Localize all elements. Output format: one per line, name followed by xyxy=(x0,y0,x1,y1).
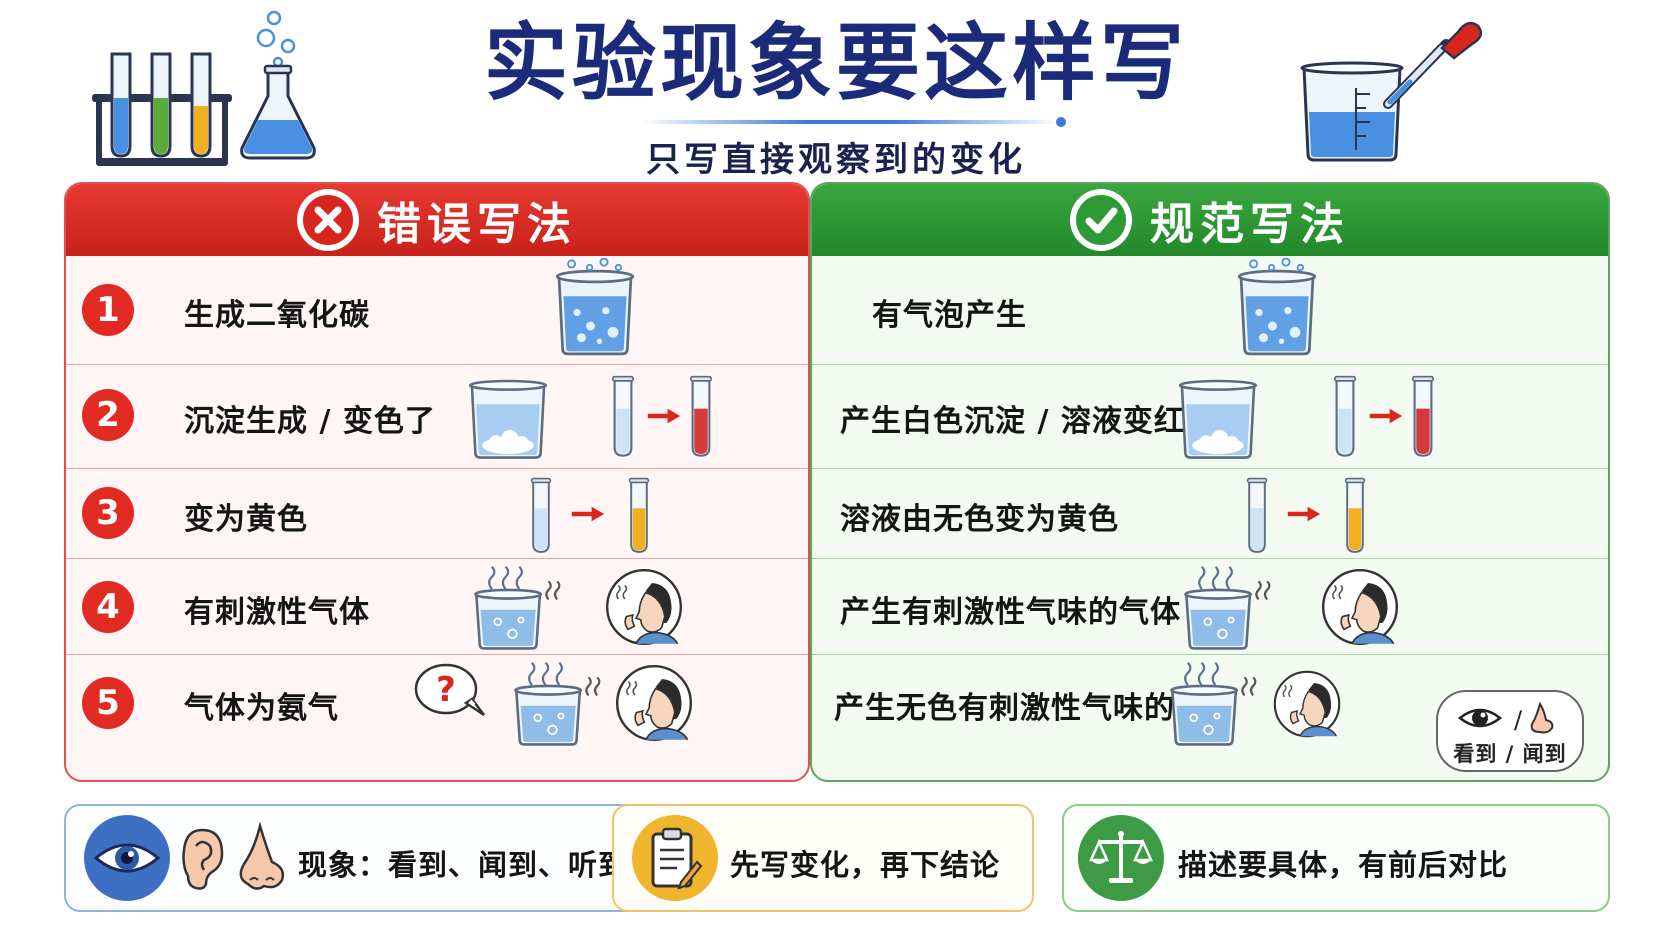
right-row-text: 产生白色沉淀 / 溶液变红色 xyxy=(840,404,1216,439)
test-tube-icon xyxy=(610,375,636,459)
right-panel-header: 规范写法 xyxy=(812,184,1608,256)
steaming-beaker-icon xyxy=(1156,661,1266,747)
arrow-right-icon xyxy=(570,505,606,523)
question-bubble-icon: ? xyxy=(414,663,485,717)
wrong-panel-header: 错误写法 xyxy=(66,184,808,256)
smelling-person-icon xyxy=(614,663,694,743)
tip-senses: 现象：看到、闻到、听到 xyxy=(64,804,646,912)
page-subtitle: 只写直接观察到的变化 xyxy=(646,140,1026,180)
bubble-label: 看到 / 闻到 xyxy=(1453,742,1567,766)
x-circle-icon xyxy=(297,189,359,251)
nose-icon xyxy=(239,822,285,890)
smelling-person-icon xyxy=(1272,669,1342,739)
wrong-panel: 错误写法 1 生成二氧化碳 2 沉淀生成 / 变色了 3 变为黄色 4 有刺激性… xyxy=(64,182,810,782)
arrow-right-icon xyxy=(1368,407,1404,425)
steaming-beaker-icon xyxy=(460,565,570,651)
tip-specific-text: 描述要具体，有前后对比 xyxy=(1178,848,1509,882)
wrong-row-text: 有刺激性气体 xyxy=(184,595,370,630)
right-row-2: 产生白色沉淀 / 溶液变红色 xyxy=(812,364,1608,468)
wrong-row-4: 4 有刺激性气体 xyxy=(66,558,808,654)
tip-order: 先写变化，再下结论 xyxy=(612,804,1034,912)
right-row-1: 有气泡产生 xyxy=(812,256,1608,364)
beaker-precipitate-icon xyxy=(1172,375,1264,461)
right-row-text: 产生无色有刺激性气味的气体 xyxy=(834,691,1237,726)
right-panel-title: 规范写法 xyxy=(1150,199,1350,250)
row-number-badge: 3 xyxy=(82,487,134,539)
beaker-precipitate-icon xyxy=(462,375,554,461)
wrong-row-text: 沉淀生成 / 变色了 xyxy=(184,404,436,439)
wrong-panel-title: 错误写法 xyxy=(377,199,577,250)
test-tube-icon xyxy=(1244,477,1270,555)
beaker-bubbles-icon xyxy=(1232,258,1322,358)
beaker-bubbles-icon xyxy=(550,258,640,358)
row-number-badge: 1 xyxy=(82,284,134,336)
wrong-row-text: 变为黄色 xyxy=(184,502,308,537)
row-number-badge: 5 xyxy=(82,677,134,729)
row-number-badge: 2 xyxy=(82,389,134,441)
question-mark: ? xyxy=(436,670,456,710)
see-smell-bubble: / 看到 / 闻到 xyxy=(1436,690,1584,772)
right-row-5: 产生无色有刺激性气味的气体 xyxy=(812,654,1608,750)
wrong-row-3: 3 变为黄色 xyxy=(66,468,808,558)
test-tube-icon xyxy=(626,477,652,555)
right-panel: 规范写法 有气泡产生 产生白色沉淀 / 溶液变红色 溶液由无色变为黄色 产生有刺… xyxy=(810,182,1610,782)
wrong-row-text: 生成二氧化碳 xyxy=(184,298,370,333)
beaker-dropper-icon xyxy=(1300,21,1483,162)
test-tube-icon xyxy=(528,477,554,555)
tip-specific: 描述要具体，有前后对比 xyxy=(1062,804,1610,912)
arrow-right-icon xyxy=(646,407,682,425)
title-underline xyxy=(640,117,1066,127)
nose-icon xyxy=(1530,701,1554,734)
page-title: 实验现象要这样写 xyxy=(483,14,1188,112)
right-row-3: 溶液由无色变为黄色 xyxy=(812,468,1608,558)
test-tube-rack-icon xyxy=(92,52,232,166)
scale-icon xyxy=(1078,815,1164,901)
wrong-row-text: 气体为氨气 xyxy=(184,691,339,726)
steaming-beaker-icon xyxy=(1170,565,1280,651)
right-row-4: 产生有刺激性气味的气体 xyxy=(812,558,1608,654)
right-row-text: 有气泡产生 xyxy=(872,298,1027,333)
right-row-text: 溶液由无色变为黄色 xyxy=(840,502,1119,537)
tip-order-text: 先写变化，再下结论 xyxy=(730,848,1001,882)
smelling-person-icon xyxy=(604,567,684,647)
right-row-text: 产生有刺激性气味的气体 xyxy=(840,595,1181,630)
flask-icon xyxy=(240,10,316,160)
smelling-person-icon xyxy=(1320,567,1400,647)
test-tube-icon xyxy=(1342,477,1368,555)
arrow-right-icon xyxy=(1286,505,1322,523)
ear-icon xyxy=(182,828,224,890)
tip-senses-text: 现象：看到、闻到、听到 xyxy=(298,848,629,882)
clipboard-icon xyxy=(632,815,718,901)
eye-icon xyxy=(1458,708,1503,728)
check-circle-icon xyxy=(1070,189,1132,251)
bubble-slash: / xyxy=(1514,706,1523,734)
eye-nose-icons: / xyxy=(1458,701,1554,734)
test-tube-icon xyxy=(1410,375,1436,459)
wrong-row-2: 2 沉淀生成 / 变色了 xyxy=(66,364,808,468)
test-tube-icon xyxy=(1332,375,1358,459)
test-tube-icon xyxy=(688,375,714,459)
row-number-badge: 4 xyxy=(82,581,134,633)
steaming-beaker-icon xyxy=(500,661,610,747)
wrong-row-5: 5 气体为氨气 ? xyxy=(66,654,808,750)
wrong-row-1: 1 生成二氧化碳 xyxy=(66,256,808,364)
eye-icon xyxy=(84,815,170,901)
